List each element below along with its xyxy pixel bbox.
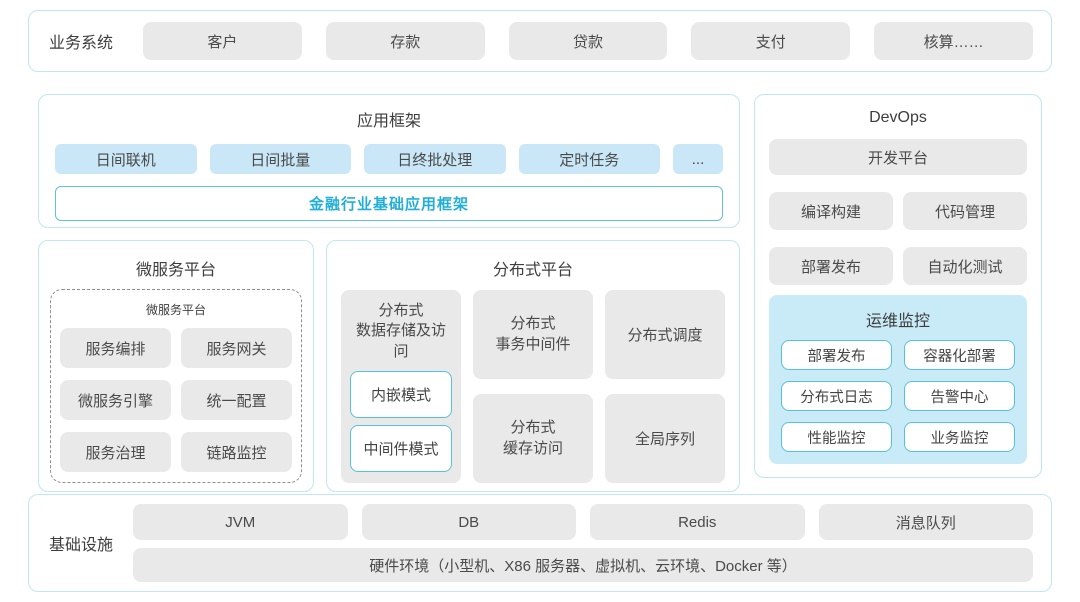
chip-embedded-mode: 内嵌模式: [350, 370, 452, 418]
infrastructure-label: 基础设施: [48, 537, 113, 554]
distributed-panel: 分布式平台 分布式 数据存储及访问 内嵌模式 中间件模式 分布式 事务中间件 分…: [326, 240, 740, 492]
chip-jvm: JVM: [133, 504, 348, 540]
distributed-storage-box: 分布式 数据存储及访问 内嵌模式 中间件模式: [341, 290, 461, 483]
chip-middleware-mode: 中间件模式: [350, 424, 452, 472]
infrastructure-content: JVM DB Redis 消息队列 硬件环境（小型机、X86 服务器、虚拟机、云…: [133, 504, 1033, 582]
chip-db: DB: [361, 504, 576, 540]
devops-grid: 编译构建 代码管理 部署发布 自动化测试: [769, 192, 1027, 285]
chip-daytime-online: 日间联机: [55, 144, 197, 174]
business-chip-accounting: 核算……: [874, 22, 1033, 60]
chip-business-monitor: 业务监控: [904, 422, 1015, 452]
app-framework-chips: 日间联机 日间批量 日终批处理 定时任务 ...: [55, 144, 723, 174]
business-chip-deposit: 存款: [325, 22, 485, 60]
chip-dev-platform: 开发平台: [769, 139, 1027, 175]
chip-unified-config: 统一配置: [181, 380, 292, 420]
chip-service-gateway: 服务网关: [181, 328, 292, 368]
chip-service-orchestration: 服务编排: [60, 328, 171, 368]
platforms-row: 微服务平台 微服务平台 服务编排 服务网关 微服务引擎 统一配置 服务治理 链路…: [38, 240, 740, 492]
base-framework-bar: 金融行业基础应用框架: [55, 186, 723, 221]
chip-distributed-scheduling: 分布式调度: [605, 290, 725, 379]
chip-code-management: 代码管理: [903, 192, 1027, 230]
app-framework-title: 应用框架: [356, 113, 421, 130]
infrastructure-panel: 基础设施 JVM DB Redis 消息队列 硬件环境（小型机、X86 服务器、…: [28, 494, 1052, 592]
devops-panel: DevOps 开发平台 编译构建 代码管理 部署发布 自动化测试 运维监控 部署…: [754, 94, 1042, 478]
chip-deploy-release: 部署发布: [769, 247, 893, 285]
chip-distributed-cache: 分布式 缓存访问: [473, 394, 593, 483]
chip-message-queue: 消息队列: [818, 504, 1033, 540]
ops-monitor-grid: 部署发布 容器化部署 分布式日志 告警中心 性能监控 业务监控: [781, 340, 1015, 452]
chip-microservice-engine: 微服务引擎: [60, 380, 171, 420]
chip-distributed-transaction: 分布式 事务中间件: [473, 290, 593, 379]
microservice-title: 微服务平台: [135, 262, 216, 279]
ops-monitor-panel: 运维监控 部署发布 容器化部署 分布式日志 告警中心 性能监控 业务监控: [769, 295, 1027, 464]
ops-monitor-title: 运维监控: [865, 313, 930, 330]
chip-build: 编译构建: [769, 192, 893, 230]
chip-service-governance: 服务治理: [60, 432, 171, 472]
middle-area: 应用框架 日间联机 日间批量 日终批处理 定时任务 ... 金融行业基础应用框架…: [38, 94, 1042, 492]
microservice-grid: 服务编排 服务网关 微服务引擎 统一配置 服务治理 链路监控: [60, 328, 292, 472]
business-system-panel: 业务系统 客户 存款 贷款 支付 核算……: [28, 10, 1052, 72]
chip-distributed-logging: 分布式日志: [781, 381, 892, 411]
infrastructure-chips: JVM DB Redis 消息队列: [133, 504, 1033, 540]
chip-scheduled-task: 定时任务: [518, 144, 660, 174]
left-column: 应用框架 日间联机 日间批量 日终批处理 定时任务 ... 金融行业基础应用框架…: [38, 94, 740, 492]
hardware-environment-bar: 硬件环境（小型机、X86 服务器、虚拟机、云环境、Docker 等）: [133, 548, 1033, 582]
microservice-inner-title: 微服务平台: [145, 303, 206, 317]
chip-trace-monitoring: 链路监控: [181, 432, 292, 472]
chip-redis: Redis: [590, 504, 805, 540]
distributed-storage-label: 分布式 数据存储及访问: [355, 302, 446, 360]
business-chip-payment: 支付: [691, 22, 851, 60]
chip-monitor-deploy: 部署发布: [781, 340, 892, 370]
business-chip-loan: 贷款: [508, 22, 668, 60]
chip-eod-batch: 日终批处理: [364, 144, 506, 174]
chip-daytime-batch: 日间批量: [209, 144, 351, 174]
business-system-label: 业务系统: [48, 35, 113, 52]
chip-alert-center: 告警中心: [904, 381, 1015, 411]
microservice-panel: 微服务平台 微服务平台 服务编排 服务网关 微服务引擎 统一配置 服务治理 链路…: [38, 240, 314, 492]
chip-performance-monitor: 性能监控: [781, 422, 892, 452]
chip-ellipsis: ...: [673, 144, 723, 174]
devops-title: DevOps: [869, 109, 927, 126]
app-framework-panel: 应用框架 日间联机 日间批量 日终批处理 定时任务 ... 金融行业基础应用框架: [38, 94, 740, 228]
microservice-dashed-box: 微服务平台 服务编排 服务网关 微服务引擎 统一配置 服务治理 链路监控: [50, 289, 302, 483]
distributed-grid: 分布式 数据存储及访问 内嵌模式 中间件模式 分布式 事务中间件 分布式调度 分…: [341, 290, 725, 483]
distributed-title: 分布式平台: [492, 262, 573, 279]
chip-container-deploy: 容器化部署: [904, 340, 1015, 370]
chip-global-sequence: 全局序列: [605, 394, 725, 483]
chip-automated-testing: 自动化测试: [903, 247, 1027, 285]
business-chip-customer: 客户: [143, 22, 302, 60]
